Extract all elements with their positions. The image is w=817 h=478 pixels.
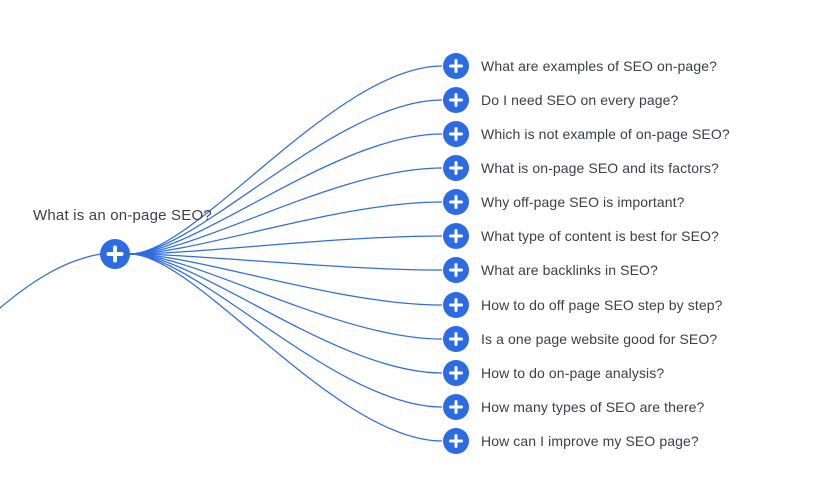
branch-question-label: How to do off page SEO step by step? (481, 297, 723, 313)
plus-icon (443, 223, 469, 249)
plus-icon (100, 239, 130, 269)
branch-question-label: What type of content is best for SEO? (481, 228, 719, 244)
plus-icon (443, 257, 469, 283)
plus-icon (443, 87, 469, 113)
branch-expand-plus-button[interactable] (443, 292, 469, 318)
branch-expand-plus-button[interactable] (443, 428, 469, 454)
branch-expand-plus-button[interactable] (443, 87, 469, 113)
branch-question-label: Why off-page SEO is important? (481, 194, 685, 210)
branch-question-label: What are backlinks in SEO? (481, 262, 658, 278)
branch-curve (129, 253, 443, 408)
branch-node: How can I improve my SEO page? (443, 428, 699, 454)
branch-question-label: How to do on-page analysis? (481, 365, 665, 381)
branch-node: What type of content is best for SEO? (443, 223, 719, 249)
branch-node: What is on-page SEO and its factors? (443, 155, 719, 181)
branch-curve (129, 253, 443, 306)
branch-node: Which is not example of on-page SEO? (443, 121, 730, 147)
branch-expand-plus-button[interactable] (443, 223, 469, 249)
branch-curve (129, 253, 443, 442)
plus-icon (443, 155, 469, 181)
branch-curve (129, 65, 443, 255)
branch-question-label: How can I improve my SEO page? (481, 433, 699, 449)
branch-node: How many types of SEO are there? (443, 394, 704, 420)
plus-icon (443, 394, 469, 420)
branch-curve (129, 253, 443, 374)
branch-node: Why off-page SEO is important? (443, 189, 685, 215)
branch-node: Is a one page website good for SEO? (443, 326, 717, 352)
branch-expand-plus-button[interactable] (443, 257, 469, 283)
branch-expand-plus-button[interactable] (443, 360, 469, 386)
branch-expand-plus-button[interactable] (443, 53, 469, 79)
branch-node: How to do on-page analysis? (443, 360, 664, 386)
branch-curve (129, 235, 443, 255)
branch-expand-plus-button[interactable] (443, 326, 469, 352)
branch-node: What are examples of SEO on-page? (443, 53, 717, 79)
branch-curve (129, 253, 443, 340)
root-parent-curve (0, 253, 102, 309)
branch-curve (129, 133, 443, 255)
branch-question-label: What are examples of SEO on-page? (481, 58, 717, 74)
branch-question-label: How many types of SEO are there? (481, 399, 705, 415)
branch-expand-plus-button[interactable] (443, 155, 469, 181)
branch-question-label: Which is not example of on-page SEO? (481, 126, 730, 142)
branch-node: How to do off page SEO step by step? (443, 292, 723, 318)
branch-expand-plus-button[interactable] (443, 394, 469, 420)
branch-curve (129, 253, 443, 271)
plus-icon (443, 121, 469, 147)
branch-question-label: What is on-page SEO and its factors? (481, 160, 719, 176)
plus-icon (443, 326, 469, 352)
plus-icon (443, 292, 469, 318)
branch-node: What are backlinks in SEO? (443, 257, 658, 283)
branch-question-label: Is a one page website good for SEO? (481, 331, 718, 347)
root-question-label: What is an on-page SEO? (33, 207, 212, 224)
branch-node: Do I need SEO on every page? (443, 87, 678, 113)
plus-icon (443, 53, 469, 79)
root-expand-plus-button[interactable] (100, 239, 130, 269)
branch-question-label: Do I need SEO on every page? (481, 92, 679, 108)
branch-expand-plus-button[interactable] (443, 189, 469, 215)
branch-curve (129, 99, 443, 255)
branch-expand-plus-button[interactable] (443, 121, 469, 147)
plus-icon (443, 428, 469, 454)
plus-icon (443, 360, 469, 386)
plus-icon (443, 189, 469, 215)
